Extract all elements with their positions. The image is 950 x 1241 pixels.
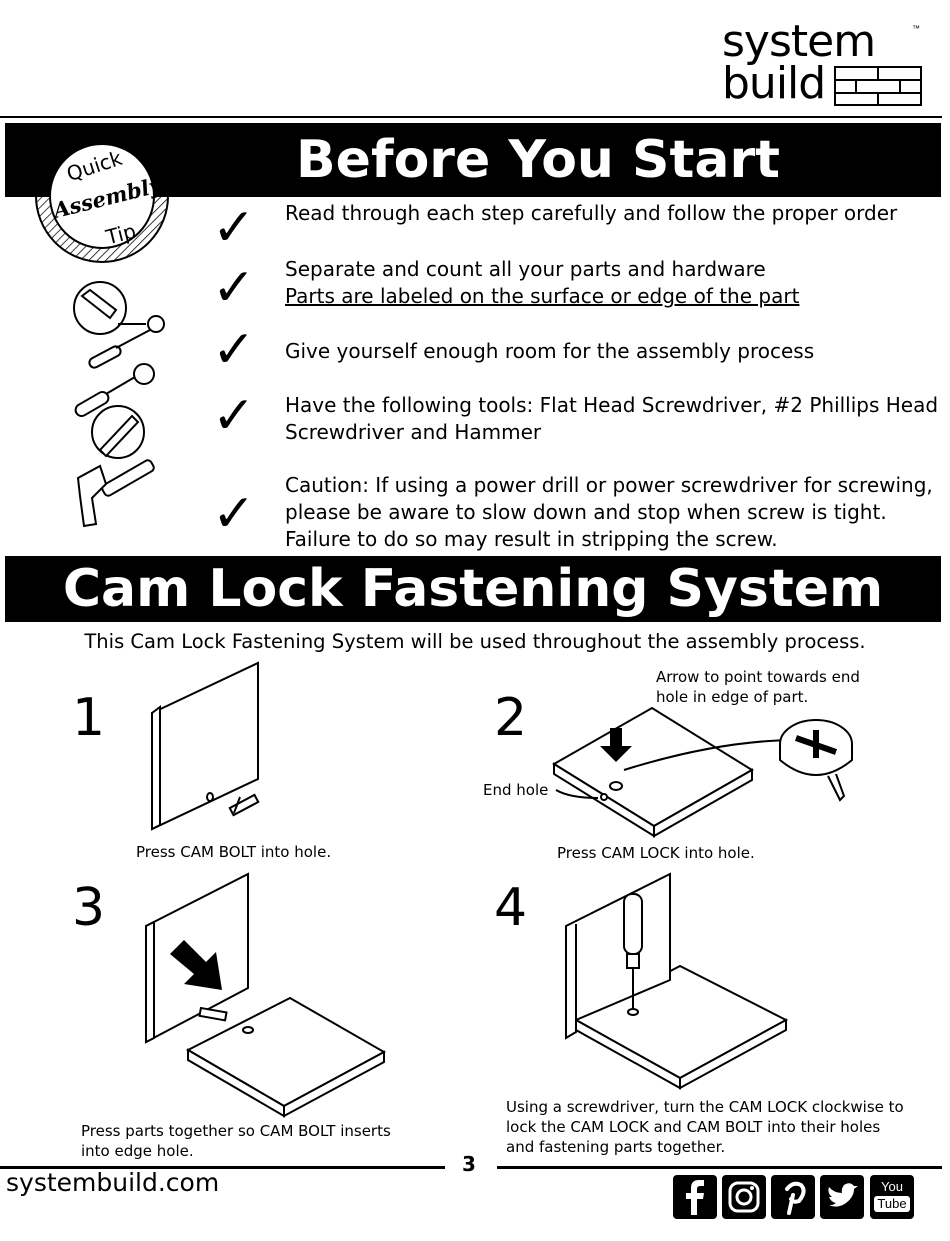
instagram-icon[interactable] <box>722 1175 766 1219</box>
tip-3: Give yourself enough room for the assemb… <box>285 339 815 363</box>
step-2-end-hole-label: End hole <box>483 781 549 799</box>
cam-bolt-icon <box>198 1006 228 1022</box>
step-2-arrow-label-1: Arrow to point towards end <box>656 668 860 686</box>
check-icon: ✓ <box>212 320 256 380</box>
tip-5-line-2: please be aware to slow down and stop wh… <box>285 500 887 524</box>
website-link[interactable]: systembuild.com <box>6 1168 220 1197</box>
logo-brick-mark <box>834 66 922 106</box>
step-4-caption-2: lock the CAM LOCK and CAM BOLT into thei… <box>506 1118 881 1136</box>
step-4-caption-3: and fastening parts together. <box>506 1138 726 1156</box>
step-2-illustration <box>552 706 853 838</box>
before-you-start-title: Before You Start <box>296 130 780 190</box>
header-rule <box>0 116 942 118</box>
youtube-icon[interactable]: You Tube <box>870 1175 914 1219</box>
diagonal-arrow-icon <box>170 940 222 990</box>
cam-lock-icon <box>779 719 853 802</box>
tip-2-line-1: Separate and count all your parts and ha… <box>285 257 766 281</box>
cam-lock-title: Cam Lock Fastening System <box>62 559 884 619</box>
footer-rule-right <box>497 1166 942 1169</box>
tip-5-line-3: Failure to do so may result in stripping… <box>285 527 778 551</box>
footer-rule-left <box>0 1166 445 1169</box>
cam-lock-banner: Cam Lock Fastening System <box>5 556 941 622</box>
tools-illustration <box>73 281 165 528</box>
check-icon: ✓ <box>212 484 256 544</box>
step-3-illustration <box>145 872 387 1118</box>
hammer-icon <box>76 459 155 528</box>
logo-trademark: ™ <box>912 24 920 33</box>
cam-bolt-icon <box>228 793 260 817</box>
screwdriver-icon <box>623 893 643 1016</box>
step-3-caption-1: Press parts together so CAM BOLT inserts <box>81 1122 391 1140</box>
youtube-you: You <box>881 1179 903 1194</box>
pinterest-icon[interactable] <box>771 1175 815 1219</box>
step-3-caption-2: into edge hole. <box>81 1142 194 1160</box>
step-number: 1 <box>72 688 106 748</box>
step-number: 3 <box>72 878 106 938</box>
step-number: 4 <box>494 878 528 938</box>
step-4-caption-1: Using a screwdriver, turn the CAM LOCK c… <box>506 1098 904 1116</box>
tip-4-line-1: Have the following tools: Flat Head Scre… <box>285 393 939 417</box>
tip-5-line-1: Caution: If using a power drill or power… <box>285 473 933 497</box>
cam-lock-intro: This Cam Lock Fastening System will be u… <box>84 630 866 653</box>
step-1-illustration <box>151 661 260 831</box>
check-icon: ✓ <box>212 386 256 446</box>
step-2-caption: Press CAM LOCK into hole. <box>557 844 755 862</box>
step-1-caption: Press CAM BOLT into hole. <box>136 843 332 861</box>
facebook-icon[interactable] <box>673 1175 717 1219</box>
check-icon: ✓ <box>212 258 256 318</box>
tip-4-line-2: Screwdriver and Hammer <box>285 420 542 444</box>
brand-logo: system build ™ <box>722 20 922 112</box>
youtube-tube: Tube <box>874 1196 910 1212</box>
twitter-icon[interactable] <box>820 1175 864 1219</box>
quick-assembly-tip-badge <box>35 129 169 263</box>
step-number: 2 <box>494 688 528 748</box>
step-2-arrow-label-2: hole in edge of part. <box>656 688 809 706</box>
tip-1: Read through each step carefully and fol… <box>285 201 898 225</box>
tip-2-line-2: Parts are labeled on the surface or edge… <box>285 284 800 308</box>
flat-screwdriver-icon <box>73 281 165 369</box>
down-arrow-icon <box>600 728 632 762</box>
step-4-illustration <box>565 872 789 1090</box>
check-icon: ✓ <box>212 198 256 258</box>
page-number: 3 <box>462 1152 476 1176</box>
phillips-screwdriver-icon <box>74 363 155 459</box>
logo-word-system: system <box>722 16 876 67</box>
logo-word-build: build <box>722 58 826 109</box>
